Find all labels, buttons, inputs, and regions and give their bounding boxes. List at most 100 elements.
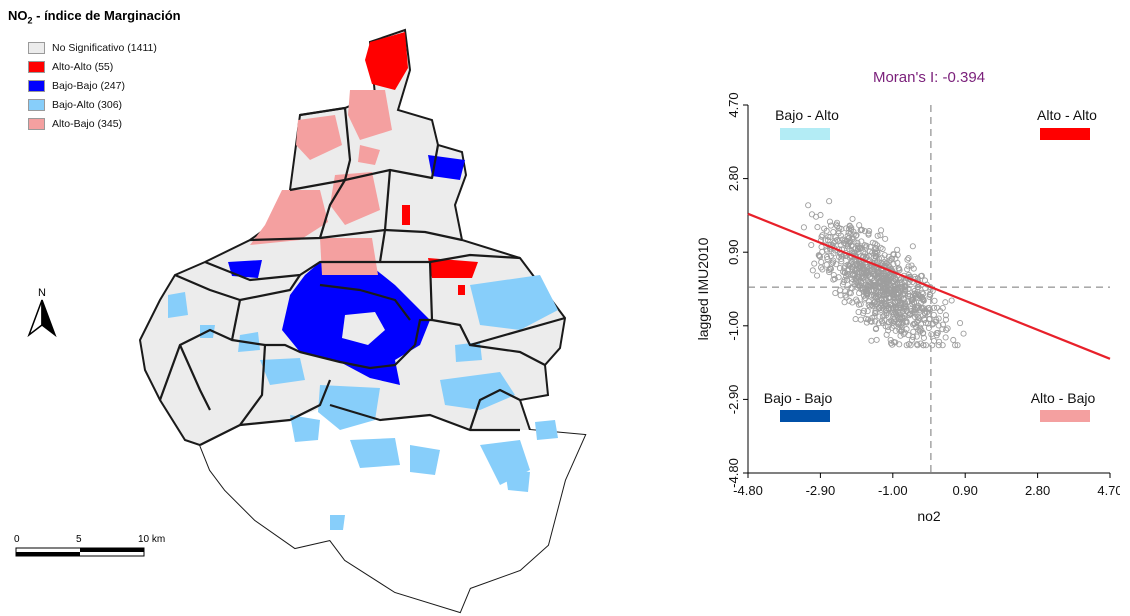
scatter-point xyxy=(903,319,910,326)
scatter-point xyxy=(868,292,875,299)
scatter-point xyxy=(874,232,881,239)
scatter-point xyxy=(898,328,905,335)
scatter-point xyxy=(809,267,816,274)
scatter-point xyxy=(916,328,924,335)
scatter-point xyxy=(814,272,821,279)
legend-item-bajo-bajo: Bajo-Bajo (247) xyxy=(28,76,157,95)
scatter-point xyxy=(885,281,892,288)
scatter-point xyxy=(893,303,900,310)
scatter-point xyxy=(926,293,933,301)
scatter-point xyxy=(841,269,848,276)
chart-title: Moran's I: -0.394 xyxy=(873,69,985,86)
scatter-point xyxy=(911,313,918,320)
scatter-point xyxy=(920,334,927,341)
scatter-point xyxy=(919,293,926,301)
scatter-point xyxy=(849,299,856,306)
scatter-point xyxy=(905,263,912,270)
x-tick-label: 2.80 xyxy=(1025,483,1050,498)
x-axis-label: no2 xyxy=(917,508,941,524)
scatter-point xyxy=(910,328,917,335)
scatter-point xyxy=(846,289,853,296)
scatter-point xyxy=(846,225,853,232)
scatter-point xyxy=(823,253,831,260)
scatter-point xyxy=(910,285,917,292)
scatter-point xyxy=(899,314,906,321)
scatter-point xyxy=(885,306,892,313)
scale-bar: 0 5 10 km xyxy=(14,534,165,557)
scatter-point xyxy=(943,326,950,333)
scatter-point xyxy=(839,236,846,243)
scatter-point xyxy=(925,324,932,332)
scatter-point xyxy=(901,312,908,319)
scatter-point xyxy=(942,316,949,323)
scatter-point xyxy=(818,259,825,266)
scatter-point xyxy=(888,340,895,347)
scatter-point xyxy=(841,276,848,283)
legend-swatch xyxy=(28,60,45,73)
scatter-point xyxy=(888,255,895,262)
scatter-point xyxy=(805,202,812,209)
scatter-point xyxy=(895,289,902,296)
scatter-point xyxy=(905,341,912,348)
scatter-point xyxy=(808,241,815,249)
scatter-point xyxy=(892,339,899,346)
scatter-point xyxy=(952,342,959,349)
scatter-point xyxy=(935,322,942,329)
scatter-point xyxy=(811,260,818,267)
scatter-point xyxy=(838,258,845,265)
scatter-point xyxy=(882,235,889,242)
scatter-point xyxy=(939,342,946,349)
scatter-point xyxy=(905,255,912,262)
scatter-point xyxy=(867,243,874,250)
scatter-point xyxy=(832,290,839,297)
scatter-point xyxy=(868,318,875,325)
scale-label-mid: 5 xyxy=(76,534,82,545)
scatter-point xyxy=(865,284,872,291)
scatter-point xyxy=(883,260,890,267)
scatter-point xyxy=(904,266,911,273)
scatter-point xyxy=(929,342,936,349)
legend-item-no-significativo: No Significativo (1411) xyxy=(28,38,157,57)
y-tick-label: -4.80 xyxy=(726,458,741,488)
scatter-point xyxy=(846,246,853,253)
legend-label: No Significativo (1411) xyxy=(52,41,157,54)
scatter-point xyxy=(883,311,890,319)
map-panel: NO2 - índice de Marginación No Significa… xyxy=(8,8,587,614)
scatter-point xyxy=(878,318,885,325)
scatter-point xyxy=(913,304,921,311)
scatter-point xyxy=(800,224,807,231)
scatter-point xyxy=(815,252,822,259)
regression-line xyxy=(747,212,1111,360)
scatter-point xyxy=(915,317,922,324)
legend-swatch xyxy=(28,98,45,111)
scatter-point xyxy=(836,225,843,232)
quadrant-label: Bajo - Bajo xyxy=(764,390,833,406)
scatter-point xyxy=(867,280,875,287)
scatter-point xyxy=(901,290,909,298)
cluster-alto-alto xyxy=(365,32,478,295)
scatter-point xyxy=(901,284,908,291)
scatter-point xyxy=(824,256,831,263)
x-tick-label: -4.80 xyxy=(733,483,763,498)
y-tick-label: 2.80 xyxy=(726,166,741,191)
scatter-point xyxy=(896,277,903,284)
scatter-point xyxy=(873,291,880,298)
scatter-point xyxy=(920,297,927,304)
scatter-point xyxy=(876,313,883,320)
scatter-point xyxy=(942,299,949,306)
scatter-point xyxy=(846,297,853,304)
scatter-point xyxy=(908,300,916,307)
scatter-point xyxy=(857,227,864,234)
scatter-point xyxy=(889,319,896,326)
scatter-point xyxy=(855,301,862,308)
scatter-point xyxy=(935,315,942,322)
scatter-point xyxy=(925,320,932,327)
scatter-point xyxy=(883,291,891,298)
scatter-point xyxy=(922,342,930,349)
scatter-point xyxy=(915,315,922,322)
scatter-point xyxy=(865,301,872,308)
legend-swatch xyxy=(28,79,45,92)
scatter-point xyxy=(934,329,941,336)
scatter-point xyxy=(873,336,880,343)
scatter-point xyxy=(903,307,910,314)
